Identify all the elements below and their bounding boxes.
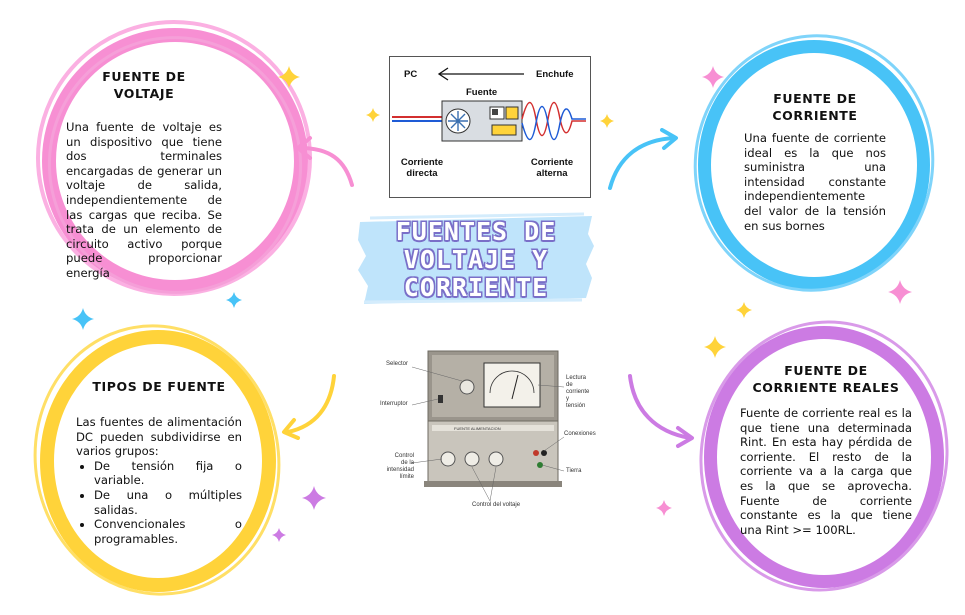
brush-background — [358, 212, 594, 304]
source-types-intro: Las fuentes de alimentación DC pueden su… — [76, 415, 242, 459]
yellow-sparkle-icon-5 — [704, 336, 726, 358]
yellow-arrow-icon — [282, 374, 336, 440]
purple-arrow-icon — [628, 374, 694, 448]
yellow-sparkle-icon — [278, 66, 300, 88]
ground-label: Tierra — [566, 468, 582, 474]
pink-arrow-icon — [296, 136, 354, 187]
source-types-heading: TIPOS DE FUENTE — [92, 379, 226, 394]
title-banner: FUENTES DE VOLTAJE Y CORRIENTE — [356, 212, 596, 308]
list-item: De una o múltiples salidas. — [94, 488, 242, 517]
yellow-sparkle-icon-3 — [600, 114, 614, 128]
source-types-card: TIPOS DE FUENTE Las fuentes de alimentac… — [76, 378, 242, 546]
current-source-body: Una fuente de corriente ideal es la que … — [744, 131, 886, 233]
page-title: FUENTES DE VOLTAJE Y CORRIENTE — [395, 217, 557, 302]
purple-sparkle-icon-2 — [272, 528, 286, 542]
voltage-control-label: Control del voltaje — [472, 502, 521, 508]
blue-arrow-icon — [608, 128, 678, 190]
interruptor-label: Interruptor — [380, 401, 408, 407]
lab-power-supply-illustration — [411, 350, 565, 502]
selector-label: Selector — [386, 361, 409, 367]
brand-label: FUENTE ALIMENTACION — [454, 426, 501, 431]
yellow-sparkle-icon-4 — [736, 302, 752, 318]
real-current-source-body: Fuente de corriente real es la que tiene… — [740, 406, 912, 537]
blue-sparkle-icon — [226, 292, 242, 308]
blue-sparkle-icon-2 — [72, 308, 94, 330]
circuit-drawing — [392, 100, 586, 142]
list-item: Convencionales o programables. — [94, 517, 242, 546]
arrow-left-icon — [437, 67, 524, 81]
pc-label: PC — [404, 69, 418, 80]
list-item: De tensión fija o variable. — [94, 459, 242, 488]
pink-sparkle-icon-2 — [888, 280, 912, 304]
yellow-sparkle-icon-2 — [366, 108, 380, 122]
pink-sparkle-icon — [702, 66, 724, 88]
voltage-source-body: Una fuente de voltaje es un dispositivo … — [66, 120, 222, 280]
pink-sparkle-icon-3 — [656, 500, 672, 516]
source-types-list: De tensión fija o variable. De una o múl… — [76, 459, 242, 547]
fuente-label: Fuente — [466, 87, 498, 98]
purple-sparkle-icon — [302, 486, 326, 510]
enchufe-label: Enchufe — [536, 69, 574, 80]
connections-label: Conexiones — [564, 431, 596, 437]
